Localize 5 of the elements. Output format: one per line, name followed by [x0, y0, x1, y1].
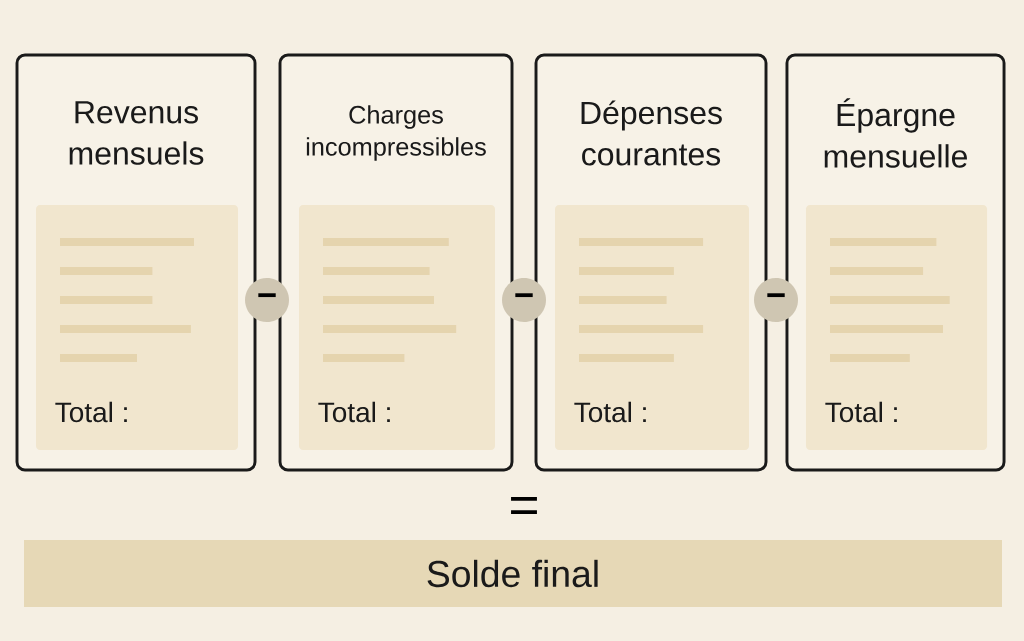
result-band: Solde final — [24, 540, 1002, 607]
summary-panel: Total : — [555, 204, 749, 451]
summary-panel: Total : — [299, 204, 495, 451]
summary-panel: Total : — [36, 204, 238, 451]
equals-sign: = — [511, 496, 537, 515]
